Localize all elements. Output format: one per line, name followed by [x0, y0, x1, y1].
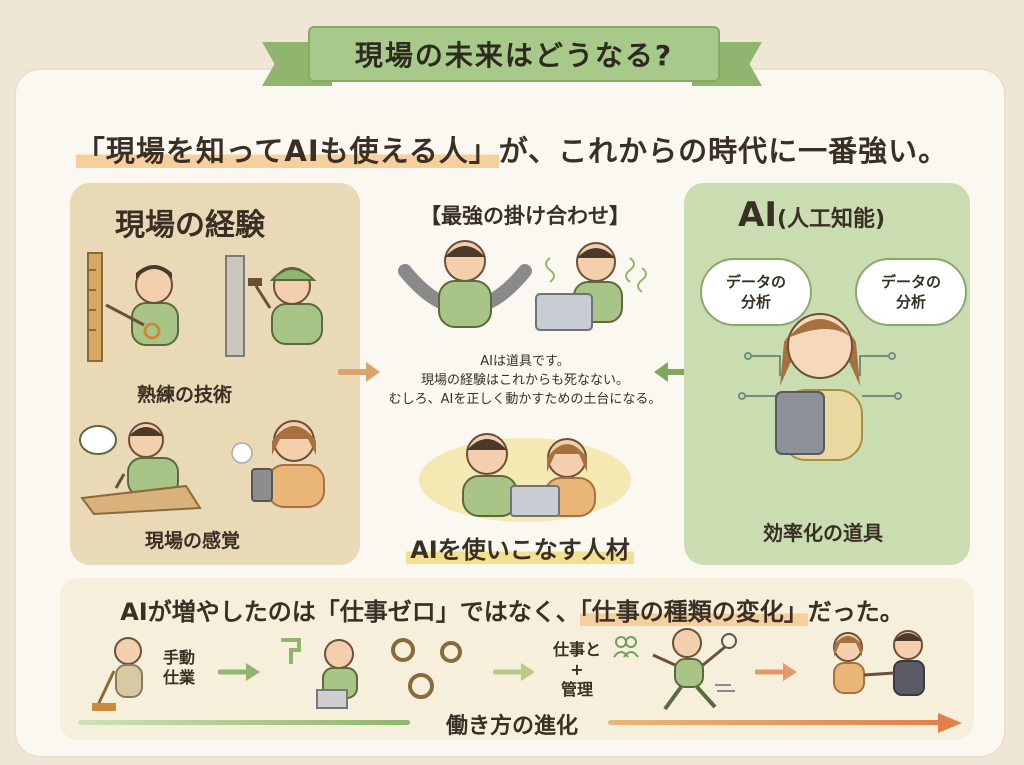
bottom-band [60, 578, 974, 740]
title-ribbon: 現場の未来はどうなる? [262, 14, 762, 94]
headline-highlight: 「現場を知ってAIも使える人」 [75, 134, 499, 168]
right-panel-title: AI(人工知能) [738, 195, 885, 235]
bottom-title-highlight: 「仕事の種類の変化」 [579, 598, 808, 626]
step-arrow-1-icon [218, 663, 260, 681]
banner-title: 現場の未来はどうなる? [308, 26, 720, 82]
caption-field-sense: 現場の感覚 [145, 530, 241, 552]
arrow-right-icon [338, 362, 380, 382]
duo-walking-illustration [833, 630, 925, 696]
worker-hammering-illustration [225, 255, 323, 357]
step-management-line-2: + [570, 660, 584, 679]
bubble-data-analysis-right: データの 分析 [855, 258, 967, 326]
step-management-label: 仕事と + 管理 [553, 640, 601, 700]
bottom-title-pre: AIが増やしたのは「仕事ゼロ」ではなく、 [120, 598, 580, 626]
headline-rest: が、これからの時代に一番強い。 [498, 134, 949, 168]
center-message: AIは道具です。 現場の経験はこれからも死なない。 むしろ、AIを正しく動かすた… [375, 352, 675, 409]
step-manual-line-2: 仕業 [163, 668, 196, 687]
left-panel-title: 現場の経験 [115, 208, 265, 243]
bubble-right-line-1: データの [880, 273, 941, 291]
bubble-right-line-2: 分析 [895, 293, 926, 311]
step-management-line-1: 仕事と [553, 640, 602, 659]
evolution-arrow-icon [938, 713, 962, 733]
center-caption-text: AIを使いこなす人材 [406, 536, 634, 564]
step-manual-label: 手動 仕業 [163, 648, 195, 688]
bubble-left-line-1: データの [725, 273, 786, 291]
worker-gears-illustration [281, 638, 462, 709]
center-line-1: AIは道具です。 [480, 354, 570, 369]
center-caption: AIを使いこなす人材 [370, 530, 670, 565]
bottom-title-post: だった。 [807, 598, 904, 626]
caption-skilled-technique: 熟練の技術 [137, 384, 233, 406]
evolution-line-right [608, 720, 944, 725]
worker-tablet-illustration [231, 420, 325, 508]
bubble-left-line-2: 分析 [740, 293, 771, 311]
bottom-title: AIが増やしたのは「仕事ゼロ」ではなく、「仕事の種類の変化」だった。 [0, 592, 1024, 627]
team-using-ai-illustration [419, 433, 631, 522]
center-line-3: むしろ、AIを正しく動かすための土台になる。 [388, 392, 662, 407]
headline: 「現場を知ってAIも使える人」が、これからの時代に一番強い。 [0, 128, 1024, 170]
worker-measuring-illustration [87, 252, 179, 362]
center-line-2: 現場の経験はこれからも死なない。 [420, 373, 629, 388]
woman-tablet-illustration [738, 313, 902, 461]
bubble-data-analysis-left: データの 分析 [700, 258, 812, 326]
worker-running-illustration [652, 628, 737, 711]
step-arrow-3-icon [755, 663, 797, 681]
step-management-line-3: 管理 [561, 680, 594, 699]
evolution-label: 働き方の進化 [445, 714, 578, 739]
caption-efficiency-tool: 効率化の道具 [763, 521, 883, 545]
step-arrow-2-icon [493, 663, 535, 681]
people-icon [613, 636, 639, 658]
center-title: 【最強の掛け合わせ】 [420, 204, 630, 228]
step-manual-line-1: 手動 [163, 648, 196, 667]
worker-drawing-illustration [79, 422, 202, 516]
evolution-line-left [78, 720, 410, 725]
ai-title-main: AI [738, 195, 777, 235]
elder-mopping-illustration [92, 637, 143, 711]
worker-laptop-illustration [535, 242, 647, 331]
worker-wrench-illustration [398, 240, 532, 328]
ai-title-sub: (人工知能) [776, 207, 886, 232]
